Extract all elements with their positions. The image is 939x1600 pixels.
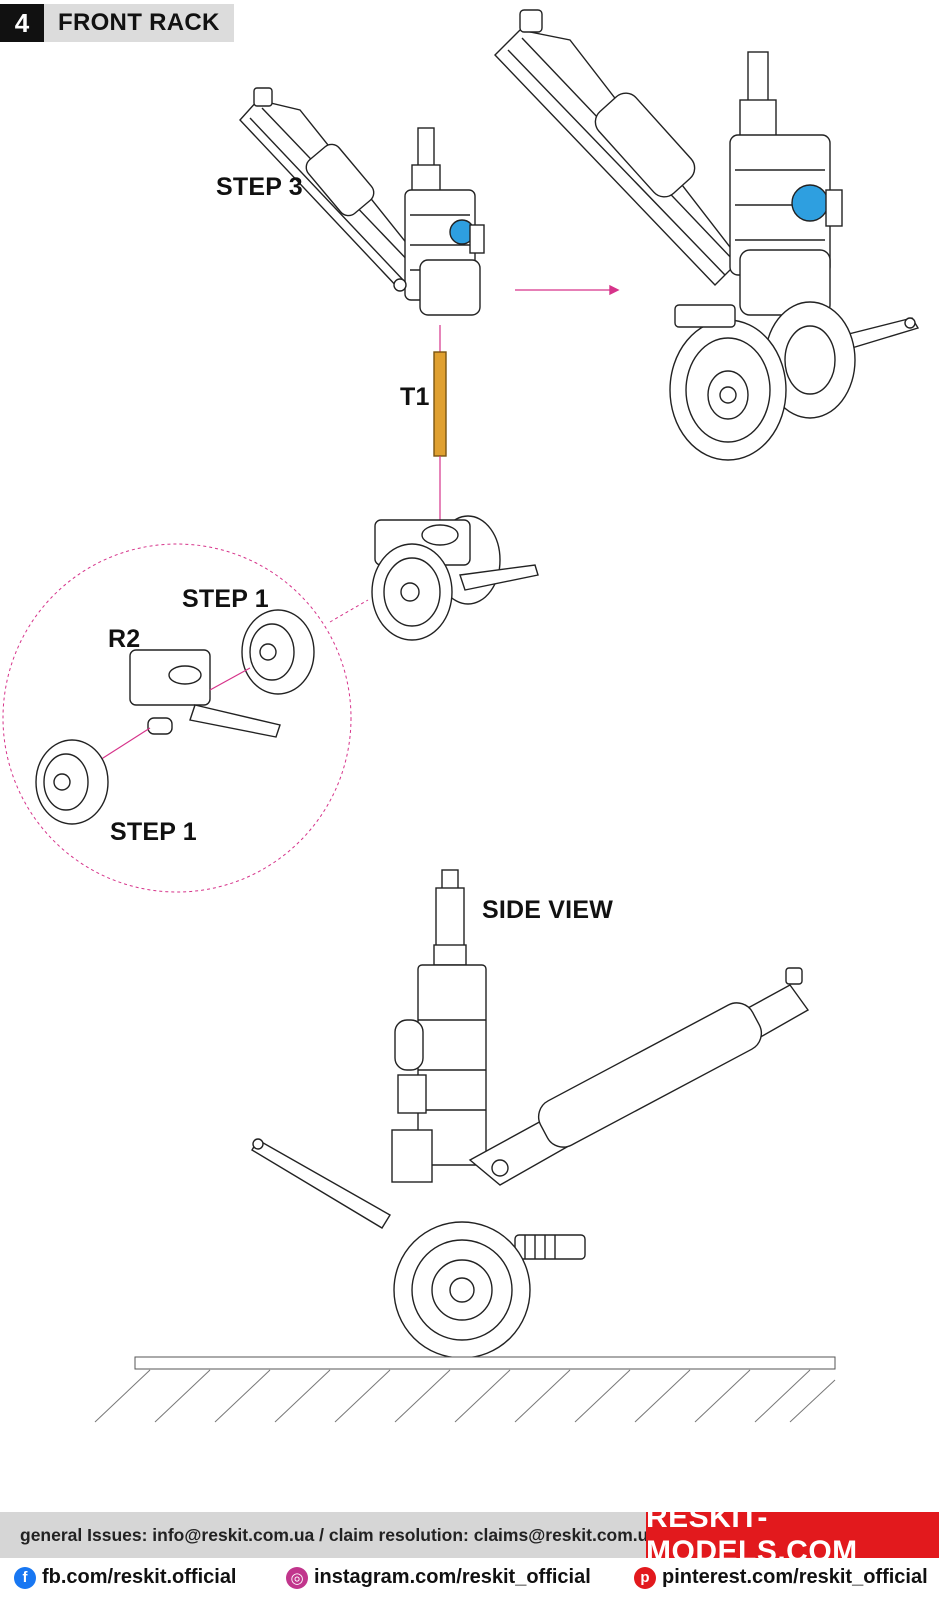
- facebook-label: fb.com/reskit.official: [42, 1566, 237, 1588]
- label-step1-top: STEP 1: [182, 585, 269, 613]
- section-title: FRONT RACK: [44, 4, 234, 42]
- social-links: f fb.com/reskit.official ◎ instagram.com…: [0, 1566, 939, 1596]
- facebook-icon: f: [14, 1566, 36, 1589]
- wheel-axle-assembly: [371, 515, 539, 641]
- brand-website[interactable]: RESKIT-MODELS.COM: [646, 1501, 939, 1568]
- section-header: 4 FRONT RACK: [0, 4, 234, 42]
- label-step3: STEP 3: [216, 173, 303, 201]
- direction-arrow: [515, 284, 620, 296]
- step3-strut-assembly: [239, 87, 485, 316]
- pinterest-label: pinterest.com/reskit_official: [662, 1566, 928, 1588]
- assembly-drawing: [2, 9, 920, 1423]
- label-r2: R2: [108, 625, 141, 653]
- footer-bar: general Issues: info@reskit.com.ua / cla…: [0, 1501, 939, 1568]
- facebook-link[interactable]: f fb.com/reskit.official: [14, 1566, 237, 1589]
- finished-blue-part: [791, 184, 829, 222]
- label-side-view: SIDE VIEW: [482, 896, 613, 924]
- pinterest-link[interactable]: p pinterest.com/reskit_official: [634, 1566, 928, 1589]
- contact-info: general Issues: info@reskit.com.ua / cla…: [0, 1512, 658, 1558]
- t1-rod: [433, 325, 447, 530]
- instagram-label: instagram.com/reskit_official: [314, 1566, 591, 1588]
- pinterest-icon: p: [634, 1566, 656, 1589]
- label-t1: T1: [400, 383, 430, 411]
- step-number: 4: [0, 4, 44, 42]
- detail-circle: [2, 543, 369, 893]
- instagram-icon: ◎: [286, 1566, 308, 1589]
- label-step1-bottom: STEP 1: [110, 818, 197, 846]
- side-view-drawing: [94, 869, 836, 1423]
- finished-assembly: [494, 9, 920, 461]
- instagram-link[interactable]: ◎ instagram.com/reskit_official: [286, 1566, 591, 1589]
